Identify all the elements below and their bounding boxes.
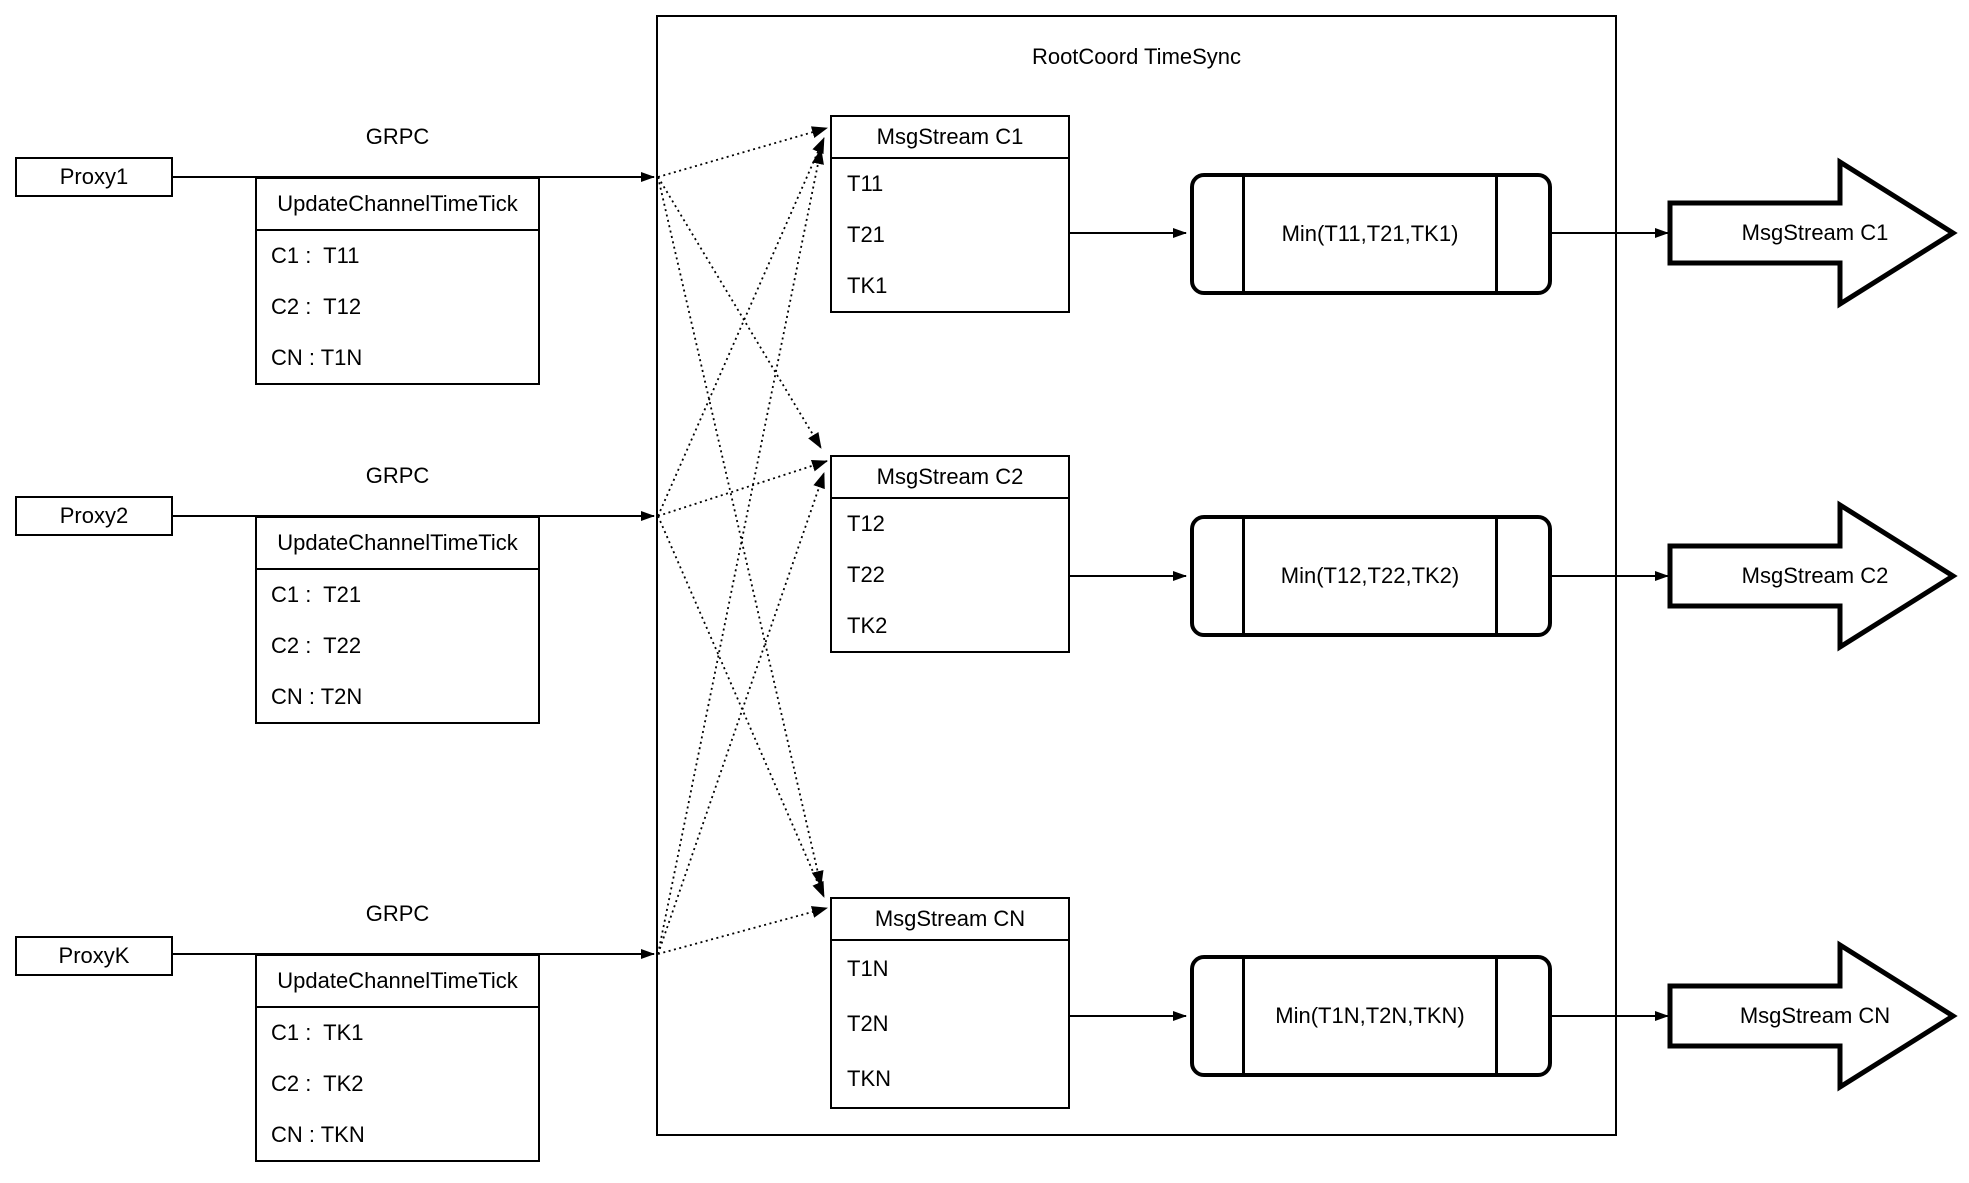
- grpc-label-2: GRPC: [365, 463, 430, 488]
- msgstream-table-c2: MsgStream C2 T12 T22 TK2: [830, 455, 1070, 653]
- table-row: C2 : T12: [271, 294, 362, 319]
- table-row: C1 : T21: [271, 582, 362, 608]
- proxy2-box: Proxy2: [15, 496, 173, 536]
- update-table-proxyk: UpdateChannelTimeTick C1 : TK1 C2 : TK2 …: [255, 954, 540, 1162]
- dotted-proxyk-msgstream-c2: [657, 472, 825, 955]
- msgstream-header: MsgStream C2: [832, 457, 1068, 499]
- dotted-proxy2-msgstream-c2: [657, 459, 828, 517]
- queue-divider: [1495, 177, 1498, 291]
- proxy1-box: Proxy1: [15, 157, 173, 197]
- dotted-proxy1-msgstream-c2: [657, 176, 822, 449]
- min-box-c1: Min(T11,T21,TK1): [1190, 173, 1552, 295]
- proxy2-label: Proxy2: [59, 503, 129, 528]
- queue-divider: [1495, 959, 1498, 1073]
- table-row: T1N: [847, 955, 889, 981]
- dotted-proxy2-msgstream-c1: [657, 137, 825, 517]
- table-row: T2N: [847, 1010, 889, 1036]
- grpc-label-1: GRPC: [365, 124, 430, 149]
- table-row: TKN: [847, 1066, 891, 1092]
- table-row: TK1: [847, 272, 888, 298]
- output-arrow-shape-c1: [1667, 157, 1958, 309]
- min-label: Min(T11,T21,TK1): [1281, 221, 1459, 246]
- table-row: CN : TKN: [271, 1121, 365, 1147]
- msgstream-table-c1: MsgStream C1 T11 T21 TK1: [830, 115, 1070, 313]
- update-table-header: UpdateChannelTimeTick: [257, 179, 538, 231]
- update-table-proxy2: UpdateChannelTimeTick C1 : T21 C2 : T22 …: [255, 516, 540, 724]
- queue-divider: [1495, 519, 1498, 633]
- table-row: TK2: [847, 612, 888, 638]
- table-row: CN : T1N: [271, 344, 363, 370]
- msgstream-table-cn: MsgStream CN T1N T2N TKN: [830, 897, 1070, 1109]
- output-arrow-label-c2: MsgStream C2: [1741, 563, 1889, 588]
- queue-divider: [1242, 519, 1245, 633]
- dotted-proxyk-msgstream-c1: [657, 148, 824, 955]
- dotted-proxy1-msgstream-cn: [657, 176, 824, 887]
- output-arrow-label-cn: MsgStream CN: [1739, 1003, 1891, 1028]
- proxy1-label: Proxy1: [59, 164, 129, 189]
- queue-divider: [1242, 959, 1245, 1073]
- table-row: T22: [847, 562, 885, 587]
- min-label: Min(T12,T22,TK2): [1280, 563, 1460, 588]
- msgstream-header: MsgStream C1: [832, 117, 1068, 159]
- proxyk-label: ProxyK: [58, 943, 130, 968]
- output-arrow-shape-c2: [1667, 500, 1958, 652]
- min-label: Min(T1N,T2N,TKN): [1275, 1003, 1465, 1028]
- table-row: C1 : TK1: [271, 1020, 364, 1046]
- table-row: C2 : TK2: [271, 1071, 364, 1096]
- min-box-cn: Min(T1N,T2N,TKN): [1190, 955, 1552, 1077]
- dotted-proxy1-msgstream-c1: [657, 126, 828, 178]
- grpc-label-3: GRPC: [365, 901, 430, 926]
- output-arrow-label-c1: MsgStream C1: [1741, 220, 1889, 245]
- table-row: C2 : T22: [271, 633, 362, 658]
- queue-divider: [1242, 177, 1245, 291]
- update-table-header: UpdateChannelTimeTick: [257, 956, 538, 1008]
- proxyk-box: ProxyK: [15, 936, 173, 976]
- table-row: C1 : T11: [271, 243, 360, 269]
- rootcoord-title: RootCoord TimeSync: [1031, 44, 1242, 69]
- update-table-header: UpdateChannelTimeTick: [257, 518, 538, 570]
- min-box-c2: Min(T12,T22,TK2): [1190, 515, 1552, 637]
- table-row: T21: [847, 222, 885, 247]
- msgstream-header: MsgStream CN: [832, 899, 1068, 941]
- dotted-proxyk-msgstream-cn: [657, 906, 828, 955]
- update-table-proxy1: UpdateChannelTimeTick C1 : T11 C2 : T12 …: [255, 177, 540, 385]
- dotted-proxy2-msgstream-cn: [657, 515, 825, 898]
- table-row: T12: [847, 511, 885, 537]
- table-row: CN : T2N: [271, 683, 363, 709]
- output-arrow-shape-cn: [1667, 940, 1958, 1092]
- table-row: T11: [847, 171, 884, 197]
